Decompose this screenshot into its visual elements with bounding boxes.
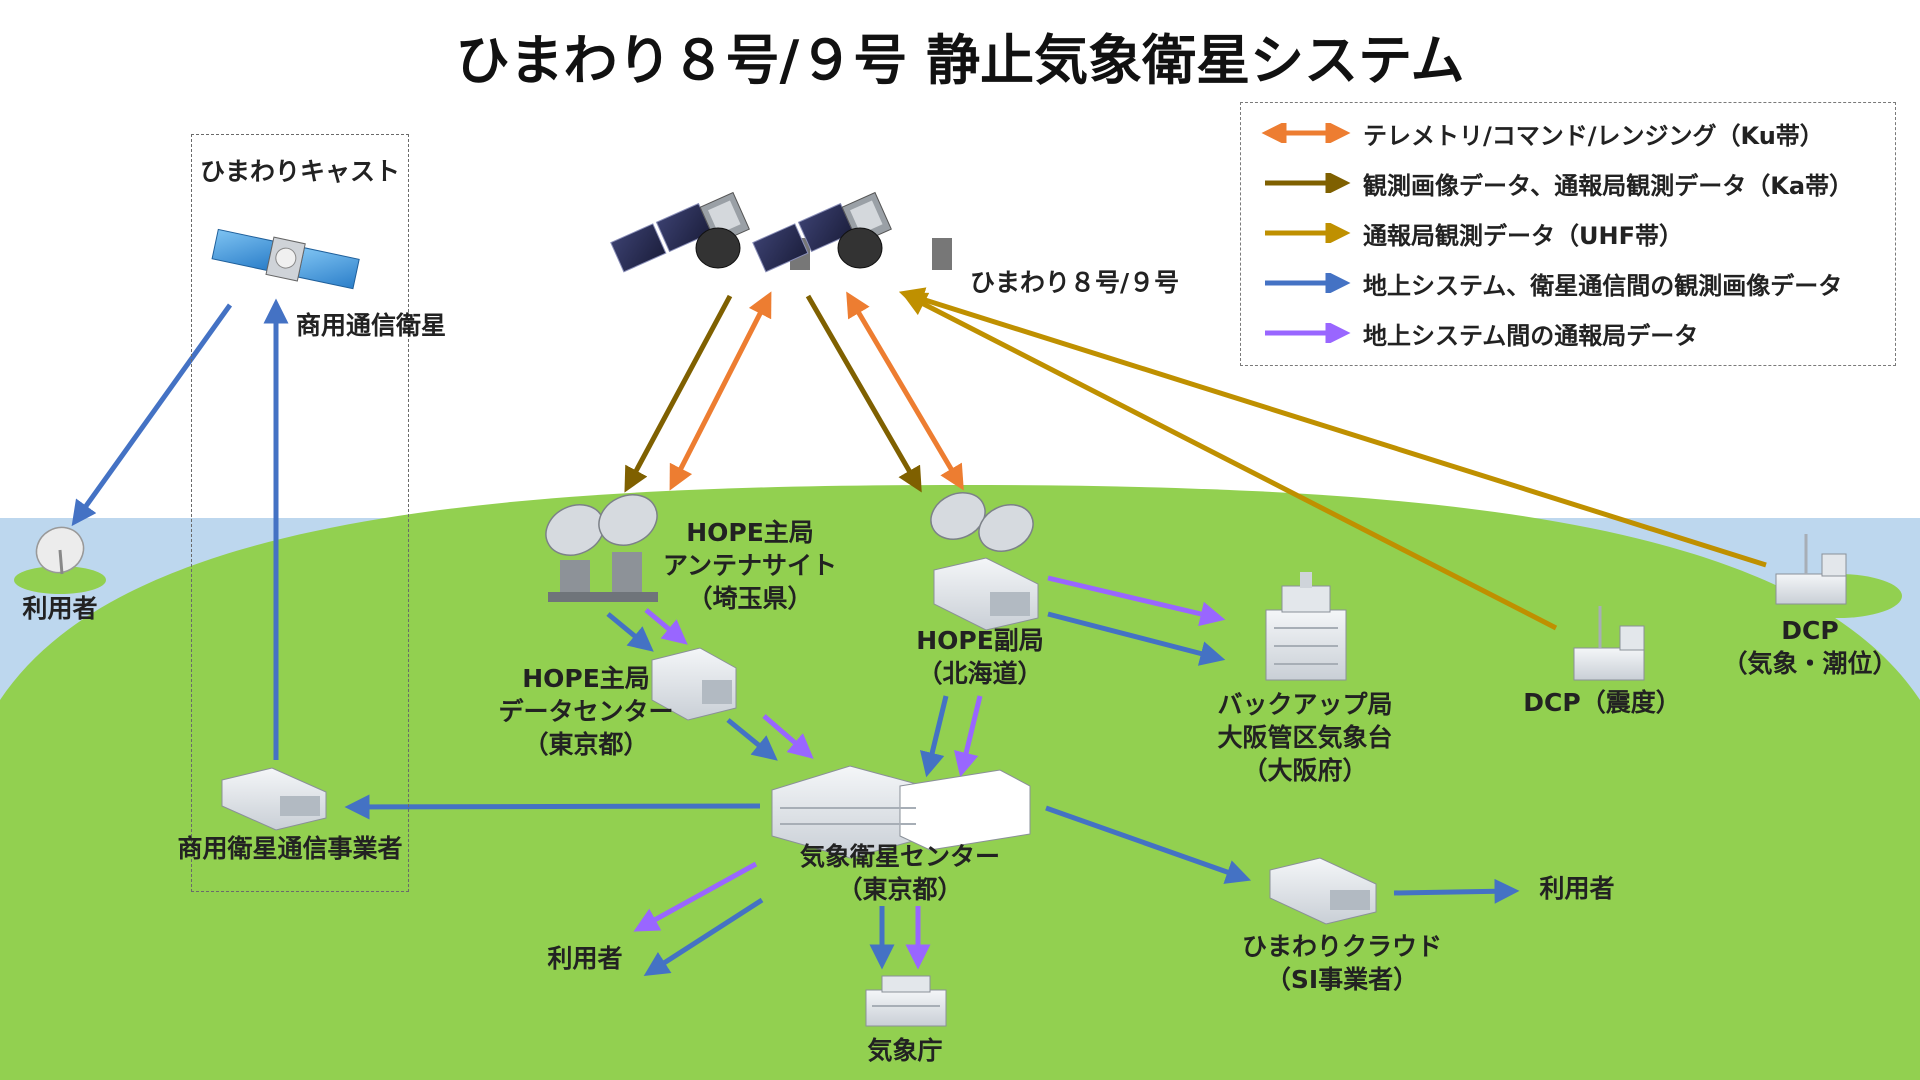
label-hope-main-antenna: HOPE主局 アンテナサイト （埼玉県） [640, 516, 860, 615]
himawari-satellite-icon [753, 189, 952, 283]
arrow-telemetry-hope-sub [850, 298, 960, 484]
legend-item-report-data: 地上システム間の通報局データ [1261, 315, 1698, 351]
legend-item-dcp: 通報局観測データ（UHF帯） [1261, 215, 1683, 251]
label-cloud: ひまわりクラウド （SI事業者） [1222, 930, 1462, 996]
legend-item-image-data: 地上システム、衛星通信間の観測画像データ [1261, 265, 1842, 301]
legend-arrow-icon [1261, 273, 1351, 293]
label-himawari-satellites: ひまわり８号/９号 [970, 266, 1179, 299]
arrow-msc-to-operator [352, 806, 760, 807]
legend-label: 地上システム間の通報局データ [1363, 316, 1698, 351]
arrow-cloud-to-user [1394, 891, 1512, 893]
legend-label: テレメトリ/コマンド/レンジング（Ku帯） [1363, 116, 1824, 151]
label-commercial-satellite: 商用通信衛星 [296, 309, 446, 342]
label-himawari-cast: ひまわりキャスト [192, 155, 408, 188]
label-backup: バックアップ局 大阪管区気象台 （大阪府） [1200, 688, 1410, 787]
legend-label: 通報局観測データ（UHF帯） [1363, 216, 1683, 251]
label-hope-sub: HOPE副局 （北海道） [890, 624, 1070, 690]
legend-item-telemetry: テレメトリ/コマンド/レンジング（Ku帯） [1261, 115, 1824, 151]
label-user-right: 利用者 [1522, 872, 1632, 905]
legend-label: 地上システム、衛星通信間の観測画像データ [1363, 266, 1842, 301]
legend-arrow-icon [1261, 223, 1351, 243]
himawari-cast-group [191, 134, 409, 892]
legend-arrow-icon [1261, 173, 1351, 193]
legend-item-observation: 観測画像データ、通報局観測データ（Ka帯） [1261, 165, 1853, 201]
label-dcp-seismic: DCP（震度） [1522, 686, 1682, 719]
label-dcp-weather: DCP （気象・潮位） [1720, 614, 1900, 680]
label-user-bottom: 利用者 [530, 942, 640, 975]
legend-double-arrow-icon [1261, 123, 1351, 143]
legend: テレメトリ/コマンド/レンジング（Ku帯） 観測画像データ、通報局観測データ（K… [1240, 102, 1896, 366]
legend-label: 観測画像データ、通報局観測データ（Ka帯） [1363, 166, 1853, 201]
legend-arrow-icon [1261, 323, 1351, 343]
arrow-sat-to-hope-main [628, 296, 730, 486]
page-title: ひまわり８号/９号 静止気象衛星システム [0, 28, 1920, 94]
label-user-left: 利用者 [6, 592, 114, 625]
label-jma: 気象庁 [850, 1034, 960, 1067]
label-commercial-operator: 商用衛星通信事業者 [160, 832, 420, 865]
label-hope-main-dc: HOPE主局 データセンター （東京都） [476, 662, 696, 761]
arrow-telemetry-hope-main [673, 298, 768, 484]
label-msc: 気象衛星センター （東京都） [780, 840, 1020, 906]
